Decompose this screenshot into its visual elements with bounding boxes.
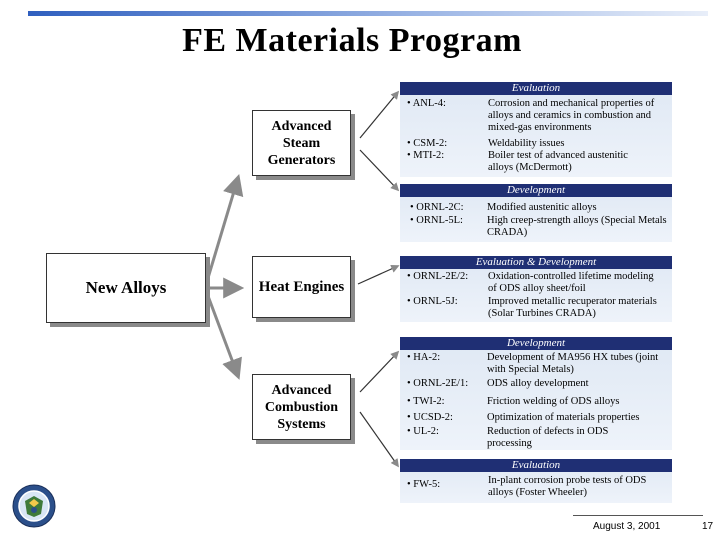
row-text: Oxidation-controlled lifetime modeling o…: [488, 271, 654, 294]
row-label: • ANL-4:: [407, 98, 446, 109]
application-box-steam-generators: Advanced Steam Generators: [252, 110, 351, 176]
row-text: Boiler test of advanced austenitic alloy…: [488, 150, 628, 173]
page-number: 17: [702, 521, 714, 532]
row-label: • ORNL-5J:: [407, 296, 458, 307]
title-bar-accent: [28, 11, 708, 16]
arrow-root-to-combustion: [203, 287, 242, 380]
panel-evaluation-combustion: Evaluation • FW-5: In-plant corrosion pr…: [400, 459, 672, 503]
application-label: Heat Engines: [258, 278, 345, 295]
arrow-heat-to-evaldev: [357, 264, 400, 285]
panel-header: Development: [400, 337, 672, 350]
arrow-comb-to-eval: [359, 411, 399, 468]
row-text: In-plant corrosion probe tests of ODS al…: [488, 475, 647, 498]
row-text: ODS alloy development: [487, 378, 589, 389]
panel-development-combustion: Development • HA-2: Development of MA956…: [400, 337, 672, 450]
row-text: Corrosion and mechanical properties of a…: [488, 98, 655, 133]
row-label: • ORNL-2E/1:: [407, 378, 469, 389]
row-label: • ORNL-2E/2:: [407, 271, 469, 282]
row-text: High creep-strength alloys (Special Meta…: [487, 215, 667, 238]
row-label: • UL-2:: [407, 426, 439, 437]
row-label: • FW-5:: [407, 479, 441, 490]
row-text: Friction welding of ODS alloys: [487, 396, 620, 407]
doe-seal-icon: [12, 484, 56, 528]
row-text: Reduction of defects in ODS processing: [487, 426, 609, 449]
footer-date: August 3, 2001: [593, 521, 661, 532]
row-label: • MTI-2:: [407, 150, 445, 161]
panel-header: Evaluation: [400, 459, 672, 472]
panel-evaluation-development-heat: Evaluation & Development • ORNL-2E/2: Ox…: [400, 256, 672, 322]
arrow-root-to-steam: [203, 173, 244, 289]
row-label: • ORNL-2C:: [410, 202, 464, 213]
footer-divider: [573, 515, 703, 516]
arrow-steam-to-eval: [359, 90, 400, 139]
page-title: FE Materials Program: [182, 22, 522, 59]
application-label: Advanced Combustion Systems: [264, 382, 339, 432]
panel-header: Evaluation & Development: [400, 256, 672, 269]
panel-header: Evaluation: [400, 82, 672, 95]
row-label: • CSM-2:: [407, 138, 448, 149]
row-label: • TWI-2:: [407, 396, 445, 407]
row-text: Modified austenitic alloys: [487, 202, 597, 213]
panel-evaluation-steam: Evaluation • ANL-4: Corrosion and mechan…: [400, 82, 672, 177]
row-label: • ORNL-5L:: [410, 215, 463, 226]
row-text: Weldability issues: [488, 138, 565, 149]
row-text: Improved metallic recuperator materials …: [488, 296, 657, 319]
panel-development-steam: Development • ORNL-2C: Modified austenit…: [400, 184, 672, 242]
application-box-heat-engines: Heat Engines: [252, 256, 351, 318]
panel-header: Development: [400, 184, 672, 197]
application-label: Advanced Steam Generators: [267, 118, 336, 168]
application-box-combustion-systems: Advanced Combustion Systems: [252, 374, 351, 440]
row-label: • UCSD-2:: [407, 412, 453, 423]
root-new-alloys-box: New Alloys: [46, 253, 206, 323]
root-label: New Alloys: [85, 278, 167, 297]
row-label: • HA-2:: [407, 352, 441, 363]
row-text: Development of MA956 HX tubes (joint wit…: [487, 352, 659, 375]
row-text: Optimization of materials properties: [487, 412, 640, 423]
arrow-comb-to-dev: [359, 350, 400, 393]
arrow-steam-to-dev: [359, 149, 400, 192]
